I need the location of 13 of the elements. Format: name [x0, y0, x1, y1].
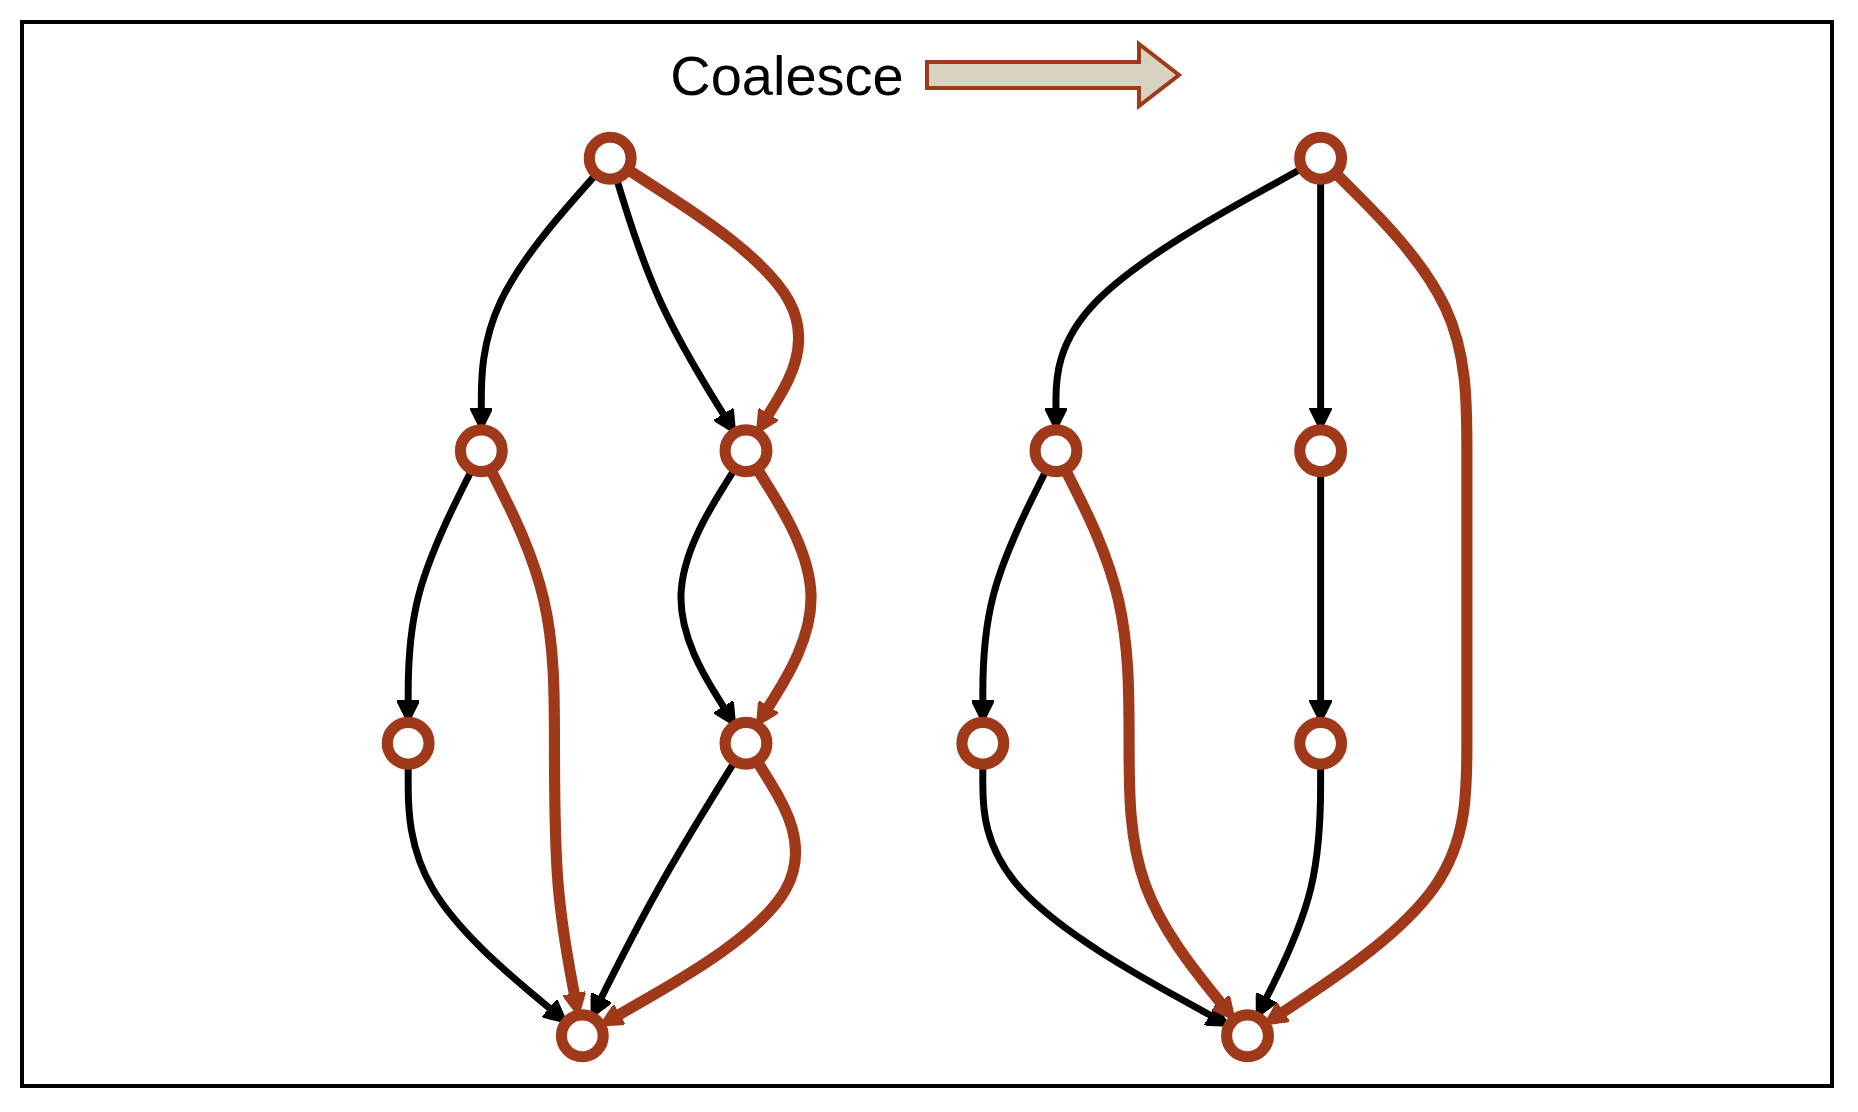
- node-circle: [719, 716, 773, 770]
- node-circle: [1294, 131, 1347, 185]
- node-circle: [1294, 716, 1347, 770]
- transform-label: Coalesce: [670, 42, 904, 108]
- node-circle: [1220, 1009, 1274, 1063]
- node-circle: [719, 424, 773, 478]
- node-circle: [381, 716, 435, 770]
- node-circle: [583, 131, 637, 185]
- node-circle: [454, 424, 508, 478]
- node-circle: [1029, 424, 1083, 478]
- node-circle: [956, 716, 1010, 770]
- node-circle: [1294, 424, 1347, 478]
- node-circle: [555, 1009, 609, 1063]
